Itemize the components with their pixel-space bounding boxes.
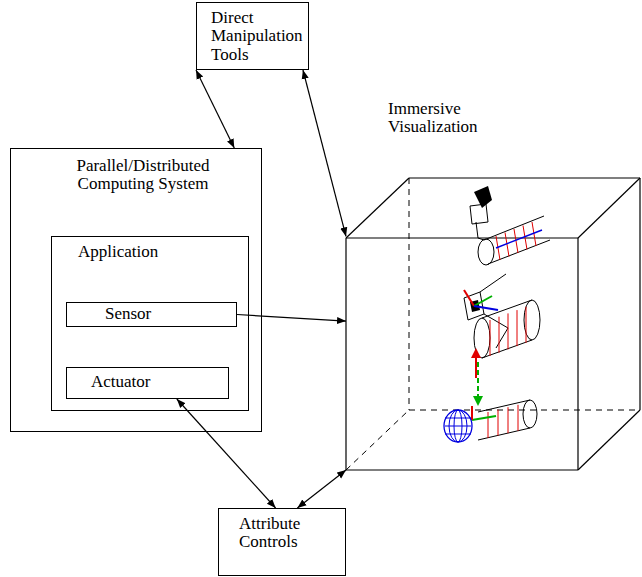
box-label: Application — [78, 243, 158, 261]
cube-edge — [345, 238, 346, 470]
hidden-edge — [346, 410, 409, 470]
box-label: Direct Manipulation Tools — [211, 9, 303, 64]
application-box: ApplicationSensorActuator — [51, 236, 249, 411]
visualization-cube: Immersive Visualization — [346, 178, 640, 470]
cube-edge — [346, 178, 409, 238]
sensor-box: Sensor — [66, 302, 237, 327]
cube-edge — [578, 178, 640, 238]
control-box: Attribute Controls — [218, 508, 346, 576]
system-box: Parallel/Distributed Computing SystemApp… — [10, 148, 262, 432]
cube-illustration — [346, 178, 640, 470]
hidden-edge — [409, 410, 640, 411]
box-label: Actuator — [91, 373, 150, 391]
connector-arrow — [177, 399, 276, 508]
cube-edge — [346, 237, 578, 238]
tool-box: Direct Manipulation Tools — [196, 2, 309, 70]
connector-arrow — [196, 70, 234, 148]
hidden-edge — [409, 178, 410, 410]
box-label: Sensor — [105, 305, 151, 323]
cube-edge — [639, 178, 640, 410]
cube-edge — [577, 238, 578, 470]
cube-edge — [409, 177, 640, 178]
connector-arrow — [297, 470, 346, 508]
box-label: Parallel/Distributed Computing System — [43, 157, 243, 194]
box-label: Attribute Controls — [239, 515, 331, 552]
cube-edge — [346, 469, 578, 470]
actuator-box: Actuator — [66, 367, 229, 399]
connector-arrow — [237, 315, 346, 322]
connector-arrow — [303, 70, 346, 236]
robot-arm-figure — [444, 186, 550, 442]
visualization-heading: Immersive Visualization — [388, 100, 508, 137]
cube-edge — [578, 410, 640, 470]
